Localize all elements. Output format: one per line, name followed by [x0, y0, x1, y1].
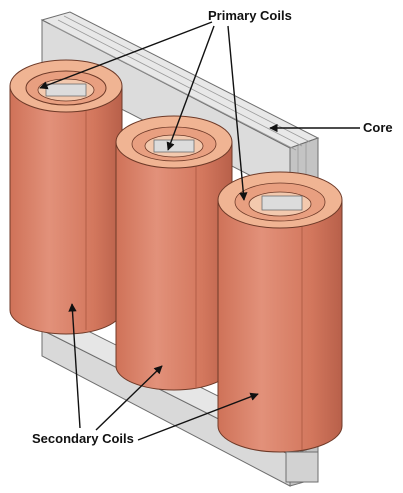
pointer-lines: [39, 21, 360, 441]
core-label: Core: [363, 120, 393, 135]
secondary-coils-label: Secondary Coils: [32, 431, 134, 446]
coil-middle: [115, 115, 233, 391]
secondary-pointer-middle: [95, 365, 163, 431]
coil-left: [9, 59, 123, 335]
primary-pointer-middle: [166, 25, 215, 151]
primary-pointer-right: [227, 25, 248, 201]
core-limb-right-bottom: [285, 451, 319, 483]
secondary-pointer-right: [137, 392, 259, 441]
primary-pointer-left: [39, 21, 213, 90]
coil-right: [217, 171, 343, 453]
secondary-pointer-left: [68, 303, 81, 429]
primary-coils-label: Primary Coils: [208, 8, 292, 23]
